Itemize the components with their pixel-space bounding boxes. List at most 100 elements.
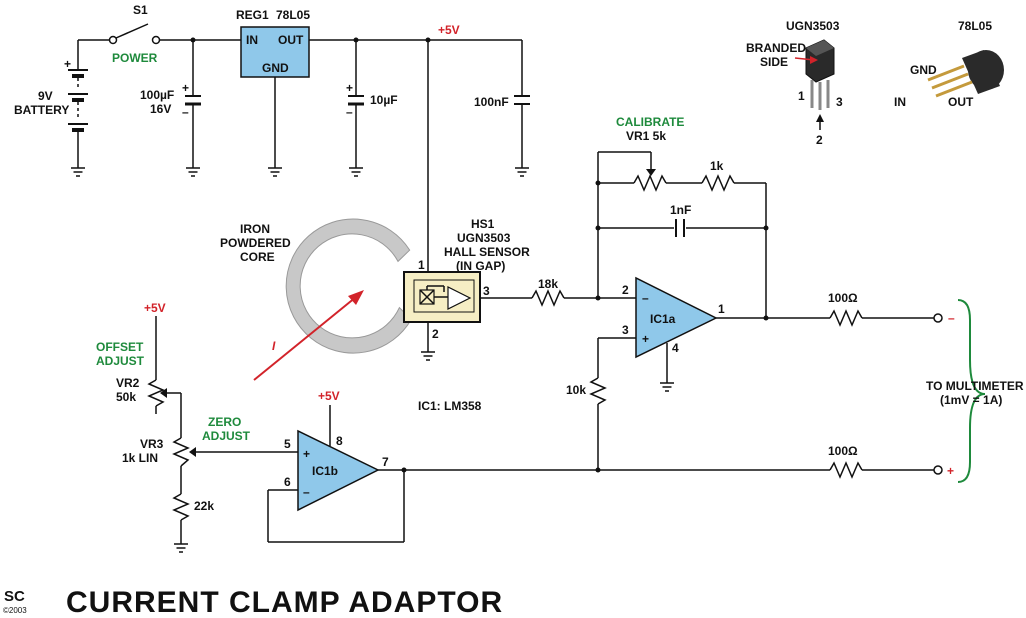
hall-sensor-hs1: [403, 271, 532, 352]
plus5v-top: +5V: [438, 23, 460, 37]
vr3-label-1: VR3: [140, 437, 164, 451]
ic1b-pin7: 7: [382, 455, 389, 469]
ugn-pin2: 2: [816, 133, 823, 147]
hs1-label-1: HS1: [471, 217, 495, 231]
iron-core: [285, 218, 412, 354]
ic1a-label: IC1a: [650, 312, 676, 326]
ic1b-pin8: 8: [336, 434, 343, 448]
r100-top-label: 100Ω: [828, 291, 858, 305]
pkg-in-label: IN: [894, 95, 906, 109]
branded-label-2: SIDE: [760, 55, 788, 69]
opamp-ic1b: [267, 405, 407, 543]
c1nf-label: 1nF: [670, 203, 691, 217]
ic1b-minus: –: [303, 485, 310, 499]
calibrate-label: CALIBRATE: [616, 115, 684, 129]
battery: +: [64, 40, 88, 168]
supply-rail: [78, 37, 523, 96]
zero-label-2: ADJUST: [202, 429, 251, 443]
plus5v-ic1b: +5V: [318, 389, 340, 403]
vr3-label-2: 1k LIN: [122, 451, 158, 465]
reg-out-label: OUT: [278, 33, 304, 47]
zero-label-1: ZERO: [208, 415, 241, 429]
diagram-title: CURRENT CLAMP ADAPTOR: [66, 586, 503, 618]
ic1a-minus: –: [642, 291, 649, 305]
ic1b-label: IC1b: [312, 464, 338, 478]
c1-value: 100µF: [140, 88, 174, 102]
pkg-out-label: OUT: [948, 95, 974, 109]
power-label: POWER: [112, 51, 158, 65]
vr1-label: VR1 5k: [626, 129, 666, 143]
r10k-label: 10k: [566, 383, 586, 397]
ugn-pin1: 1: [798, 89, 805, 103]
c3-value: 100nF: [474, 95, 509, 109]
svg-text:–: –: [346, 105, 353, 119]
multimeter-label: TO MULTIMETER: [926, 379, 1024, 393]
c2-value: 10µF: [370, 93, 398, 107]
reg-in-label: IN: [246, 33, 258, 47]
vr2-label-1: VR2: [116, 376, 140, 390]
output-resistor-top: [829, 309, 943, 327]
resistor-18k: [531, 289, 636, 307]
r1k-label: 1k: [710, 159, 724, 173]
ic1b-pin5: 5: [284, 437, 291, 451]
ic1a-pin4: 4: [672, 341, 679, 355]
svg-text:+: +: [182, 81, 189, 95]
iron-label-2: POWDERED: [220, 236, 291, 250]
offset-network: [147, 316, 298, 544]
ic1a-pin3: 3: [622, 323, 629, 337]
output-resistor-bottom: [404, 461, 943, 479]
switch-s1-label: S1: [133, 3, 148, 17]
terminal-plus: +: [947, 464, 954, 478]
ic1a-pin1: 1: [718, 302, 725, 316]
opamp-ic1a: [597, 276, 830, 383]
battery-voltage-label: 9V: [38, 89, 53, 103]
ugn-package-title: UGN3503: [786, 19, 840, 33]
current-arrow: [253, 290, 364, 381]
offset-label-2: ADJUST: [96, 354, 145, 368]
hs1-pin2: 2: [432, 327, 439, 341]
battery-label: BATTERY: [14, 103, 69, 117]
capacitor-c2: + –: [346, 40, 364, 168]
ugn-pin3: 3: [836, 95, 843, 109]
current-label: I: [272, 339, 276, 353]
feedback-network: [595, 151, 769, 318]
capacitor-c1: + –: [182, 40, 201, 168]
logo-year: ©2003: [3, 606, 27, 615]
power-switch: [108, 23, 161, 45]
ic1-part-label: IC1: LM358: [418, 399, 482, 413]
hs1-label-3: HALL SENSOR: [444, 245, 530, 259]
svg-text:+: +: [64, 57, 71, 71]
svg-text:–: –: [182, 105, 189, 119]
terminal-minus: –: [948, 311, 955, 325]
multimeter-brace: [957, 299, 986, 483]
resistor-10k: [589, 377, 607, 473]
hs1-label-2: UGN3503: [457, 231, 511, 245]
hs1-label-4: (IN GAP): [456, 259, 505, 273]
pkg-gnd-label: GND: [910, 63, 937, 77]
ic1b-pin6: 6: [284, 475, 291, 489]
iron-label-3: CORE: [240, 250, 275, 264]
vr2-label-2: 50k: [116, 390, 136, 404]
r18k-label: 18k: [538, 277, 558, 291]
ic1a-plus: +: [642, 332, 649, 346]
78l05-package-title: 78L05: [958, 19, 992, 33]
ugn3503-package: [794, 39, 835, 130]
hs1-pin3: 3: [483, 284, 490, 298]
r22k-label: 22k: [194, 499, 214, 513]
ic1b-plus: +: [303, 447, 310, 461]
multimeter-ratio: (1mV = 1A): [940, 393, 1002, 407]
c1-voltage: 16V: [150, 102, 171, 116]
iron-label-1: IRON: [240, 222, 270, 236]
offset-label-1: OFFSET: [96, 340, 144, 354]
svg-text:+: +: [346, 81, 353, 95]
r100-bottom-label: 100Ω: [828, 444, 858, 458]
regulator-reg1: [240, 26, 310, 168]
plus5v-offset: +5V: [144, 301, 166, 315]
reg1-part: 78L05: [276, 8, 310, 22]
78l05-package: [927, 50, 1004, 98]
ground-symbols: [71, 167, 674, 553]
logo-mark: SC: [4, 588, 25, 605]
branded-label-1: BRANDED: [746, 41, 806, 55]
reg-gnd-label: GND: [262, 61, 289, 75]
